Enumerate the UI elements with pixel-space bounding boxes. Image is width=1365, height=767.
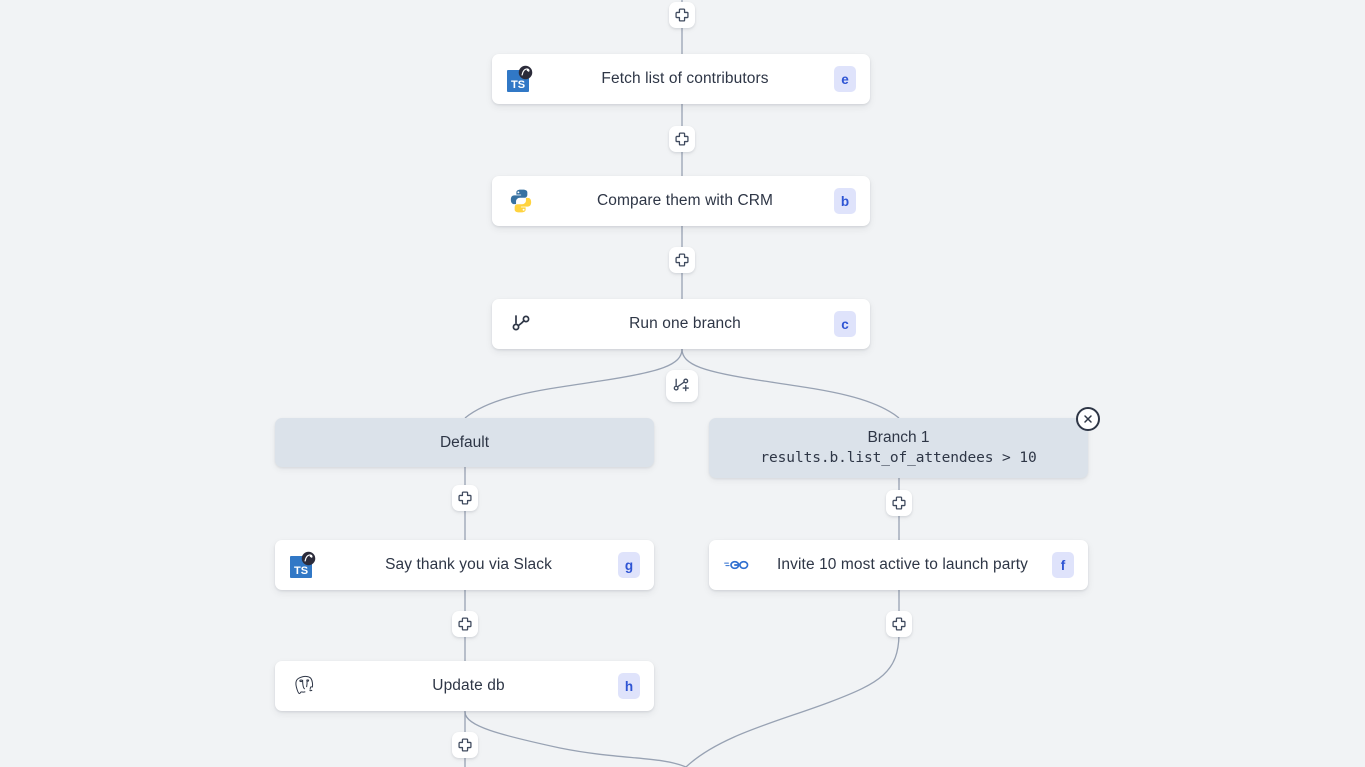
branch-header-branch-1[interactable]: Branch 1 results.b.list_of_attendees > 1… <box>709 418 1088 478</box>
node-title: Run one branch <box>629 315 741 332</box>
node-badge[interactable]: b <box>834 188 856 214</box>
typescript-icon: TS <box>289 550 319 580</box>
node-title: Invite 10 most active to launch party <box>777 556 1028 573</box>
add-step-button-top[interactable] <box>669 2 695 28</box>
add-step-button-after-h[interactable] <box>452 732 478 758</box>
node-title: Say thank you via Slack <box>385 556 552 573</box>
node-badge[interactable]: c <box>834 311 856 337</box>
workflow-node-say-thank-you-via-slack[interactable]: TS Say thank you via Slack g <box>275 540 654 590</box>
add-step-button-default-branch[interactable] <box>452 485 478 511</box>
workflow-node-run-one-branch[interactable]: Run one branch c <box>492 299 870 349</box>
add-step-button-after-g[interactable] <box>452 611 478 637</box>
node-title: Fetch list of contributors <box>601 70 769 87</box>
branch-header-default[interactable]: Default <box>275 418 654 467</box>
typescript-icon: TS <box>506 64 536 94</box>
branch-title: Branch 1 <box>867 429 930 446</box>
node-badge[interactable]: h <box>618 673 640 699</box>
branch-condition: results.b.list_of_attendees > 10 <box>760 450 1037 466</box>
node-badge[interactable]: e <box>834 66 856 92</box>
workflow-node-fetch-list-of-contributors[interactable]: TS Fetch list of contributors e <box>492 54 870 104</box>
branch-icon <box>506 309 536 339</box>
add-step-button-after-b[interactable] <box>669 247 695 273</box>
branch-close-icon[interactable] <box>1076 407 1100 431</box>
workflow-node-compare-them-with-crm[interactable]: Compare them with CRM b <box>492 176 870 226</box>
node-title: Compare them with CRM <box>596 192 774 209</box>
go-icon <box>723 550 753 580</box>
python-icon <box>506 186 536 216</box>
workflow-node-invite-10-most-active-to-launch-party[interactable]: Invite 10 most active to launch party f <box>709 540 1088 590</box>
branch-title: Default <box>439 433 490 451</box>
node-title: Update db <box>432 677 505 694</box>
postgresql-icon <box>289 671 319 701</box>
add-step-button-after-e[interactable] <box>669 126 695 152</box>
workflow-node-update-db[interactable]: Update db h <box>275 661 654 711</box>
add-branch-button[interactable] <box>666 370 698 402</box>
node-badge[interactable]: f <box>1052 552 1074 578</box>
add-step-button-branch-1[interactable] <box>886 490 912 516</box>
node-badge[interactable]: g <box>618 552 640 578</box>
add-step-button-after-f[interactable] <box>886 611 912 637</box>
